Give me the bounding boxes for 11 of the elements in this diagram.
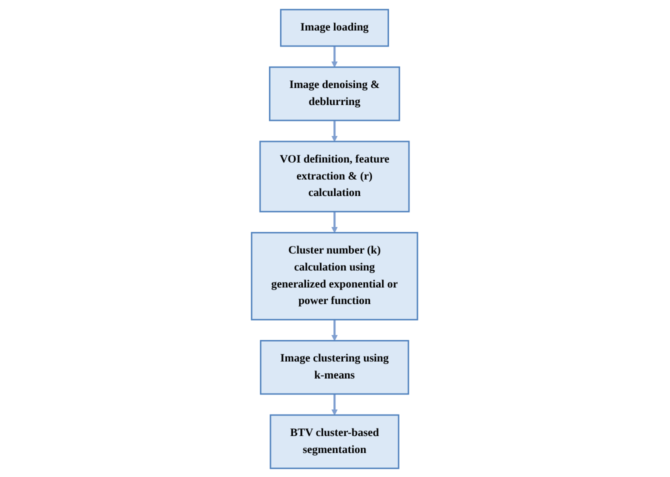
arrow — [332, 211, 338, 232]
node-box: Image loading — [280, 8, 390, 46]
node-box: Cluster number (k) calculation using generalized exponential or power function — [251, 231, 419, 320]
arrow — [332, 394, 338, 415]
node-box: Image denoising & deblurring — [269, 66, 401, 121]
arrow — [332, 120, 338, 142]
arrow — [332, 319, 338, 340]
node-box: Image clustering using k-means — [260, 340, 410, 394]
node-box: VOI definition, feature extraction & (r) calculation — [260, 140, 410, 212]
node-box: BTV cluster-based segmentation — [270, 414, 400, 469]
arrow — [332, 46, 338, 67]
